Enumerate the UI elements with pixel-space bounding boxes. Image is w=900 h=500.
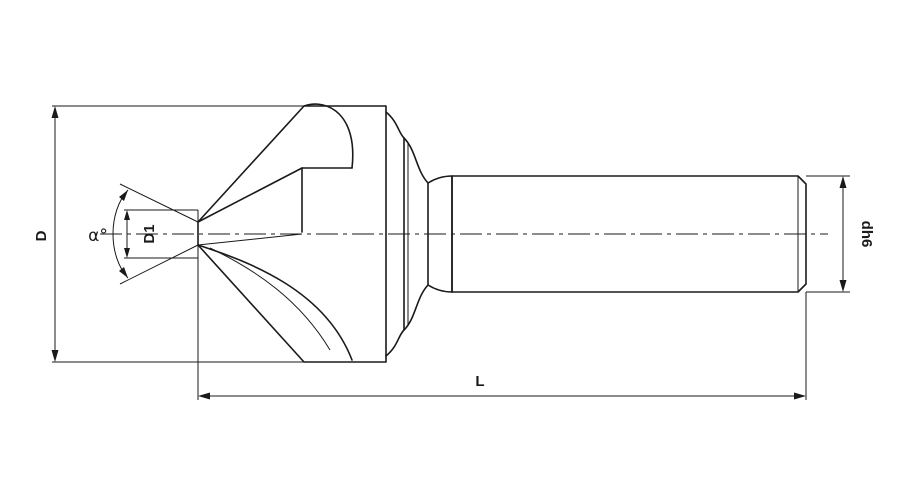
label-d1: D1 (141, 224, 158, 243)
cutter-head (197, 103, 387, 363)
dimension-angle: α° (88, 183, 199, 285)
label-l: L (475, 373, 484, 390)
dimension-dh6: dh6 (806, 175, 875, 293)
label-dh6: dh6 (858, 221, 875, 248)
label-alpha: α° (88, 226, 108, 246)
dimension-d: D (33, 105, 304, 363)
dimension-l: L (197, 245, 807, 400)
label-d: D (33, 230, 50, 241)
